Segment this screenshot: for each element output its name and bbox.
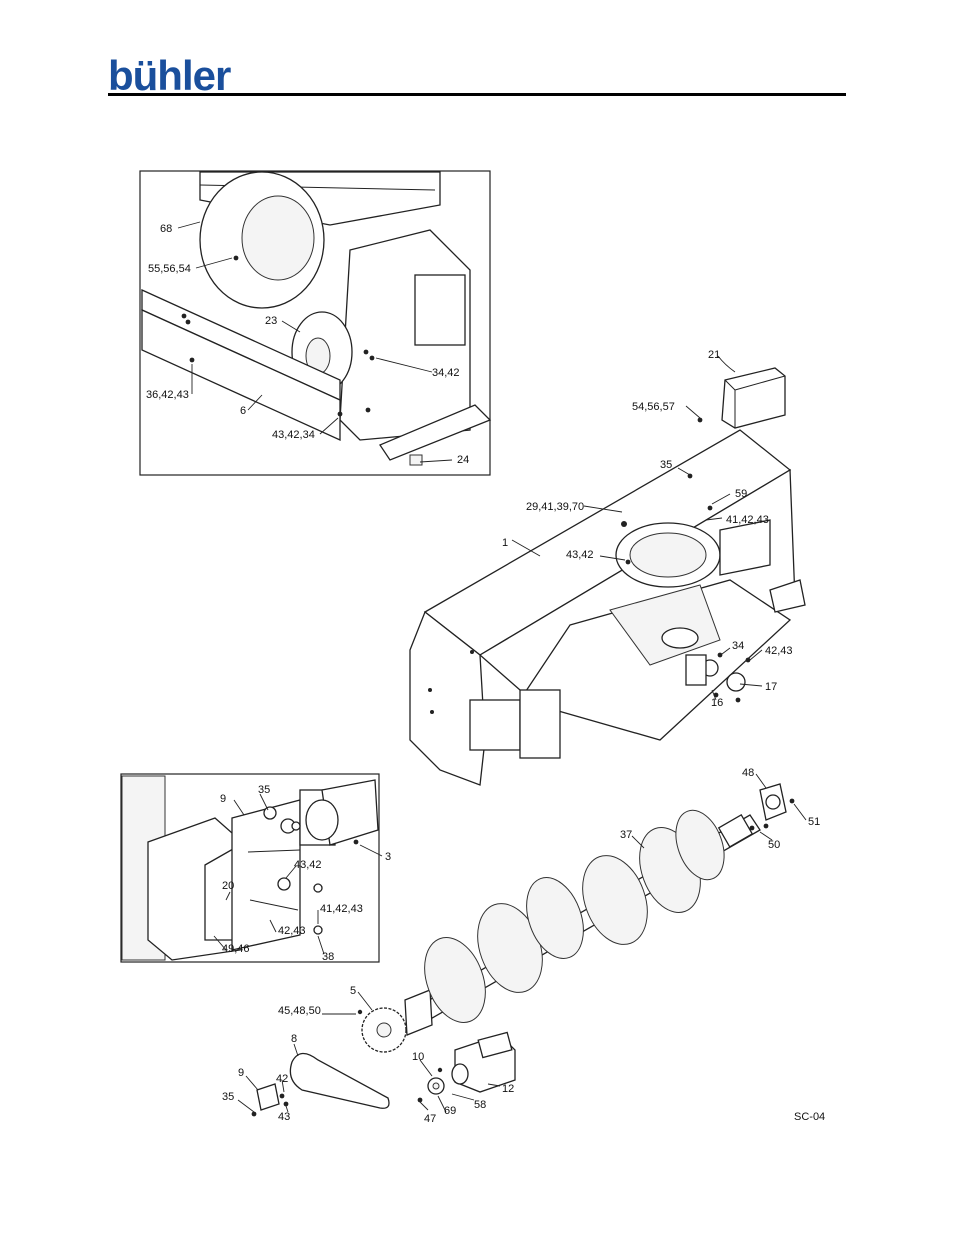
callout-69: 69: [444, 1105, 456, 1117]
callout-55-56-54: 55,56,54: [148, 263, 191, 275]
callout-1: 1: [502, 537, 508, 549]
callout-43-bottom: 43: [278, 1111, 290, 1123]
callout-9-right: 48: [742, 767, 754, 779]
callout-16: 16: [711, 697, 723, 709]
callout-23: 23: [265, 315, 277, 327]
callout-49-46: 43,42: [294, 859, 322, 871]
callout-5: 5: [350, 985, 356, 997]
callout-42-bottom: 42: [276, 1073, 288, 1085]
callout-51: 42,43: [278, 925, 306, 937]
callout-29-41-39-70: 29,41,39,70: [526, 501, 584, 513]
inset-drive-plate: [121, 774, 382, 962]
callout-68: 68: [160, 223, 172, 235]
callout-12: 12: [502, 1083, 514, 1095]
callout-37: 49,46: [222, 943, 250, 955]
callout-47: 47: [424, 1113, 436, 1125]
callout-41-42-43-inset: 35: [258, 784, 270, 796]
callout-43-42-34: 43,42,34: [272, 429, 315, 441]
callout-21: 21: [708, 349, 720, 361]
callout-6: 6: [240, 405, 246, 417]
callout-36-42-43: 36,42,43: [146, 389, 189, 401]
callout-24: 24: [457, 454, 469, 466]
callout-10: 10: [412, 1051, 424, 1063]
callout-20: 9: [220, 793, 226, 805]
callout-35-top: 35: [660, 459, 672, 471]
callout-8: 8: [291, 1033, 297, 1045]
callout-35-bottom: 35: [222, 1091, 234, 1103]
callout-54-56-57: 54,56,57: [632, 401, 675, 413]
callout-43-42-right: 50: [768, 839, 780, 851]
callout-42-43-right: 42,43: [765, 645, 793, 657]
callout-3: 37: [620, 829, 632, 841]
callout-43-42-mid: 43,42: [566, 549, 594, 561]
callout-9-bottom: 9: [238, 1067, 244, 1079]
callout-45-48-50: 45,48,50: [278, 1005, 321, 1017]
callout-17: 17: [765, 681, 777, 693]
callout-58: 58: [474, 1099, 486, 1111]
sheet-code: SC-04: [794, 1111, 825, 1123]
inset-blower-housing: [140, 171, 490, 475]
callout-50: 38: [322, 951, 334, 963]
callout-59: 59: [735, 488, 747, 500]
callout-35-right: 51: [808, 816, 820, 828]
callout-48: 41,42,43: [320, 903, 363, 915]
callout-34-mid: 34: [732, 640, 744, 652]
callout-42-43-inset: 3: [385, 851, 391, 863]
callout-34-42: 34,42: [432, 367, 460, 379]
callout-38: 20: [222, 880, 234, 892]
callout-41-42-43-right: 41,42,43: [726, 514, 769, 526]
